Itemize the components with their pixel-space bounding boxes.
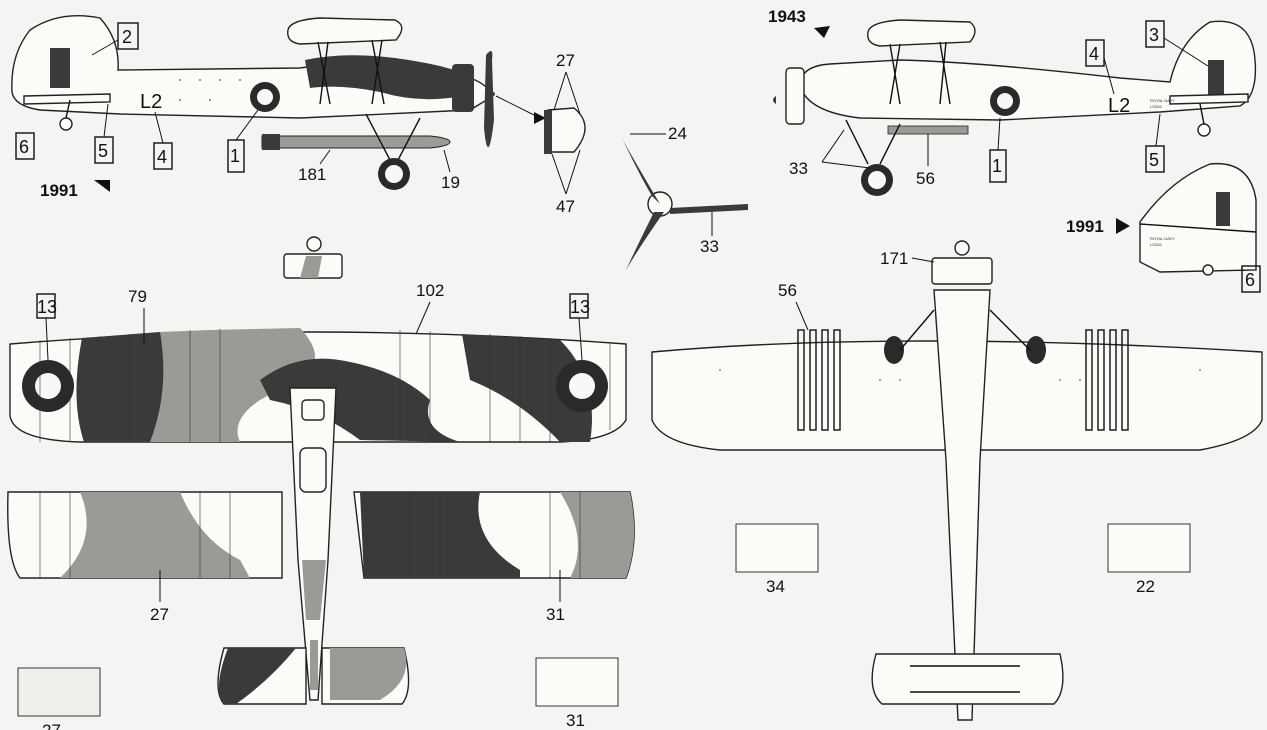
rivet-dots (719, 369, 1201, 381)
fuselage-side-1943 (799, 20, 1257, 121)
propeller-blade-side (484, 51, 494, 148)
code-letters: L2 (140, 91, 162, 113)
propeller-detail: 24 33 (622, 124, 748, 270)
arrow-icon (1116, 218, 1130, 234)
callout-24: 24 (668, 124, 687, 143)
svg-text:ROYAL NAVY: ROYAL NAVY (1150, 236, 1175, 241)
tail-detail-1991: ROYAL NAVY LS326 1991 6 (1066, 162, 1261, 293)
arrow-icon (94, 180, 110, 192)
callout-102: 102 (416, 281, 444, 300)
swatch-label-22: 22 (1136, 577, 1155, 596)
tailwheel (59, 117, 73, 131)
callout-3: 3 (1149, 25, 1159, 45)
engine-cowling-1943 (785, 67, 805, 125)
spinner-detail: 27 47 (495, 51, 586, 216)
callout-1-1943: 1 (992, 156, 1002, 176)
arrow-icon (814, 26, 830, 38)
swatch-label-31: 31 (566, 711, 585, 730)
engine-cowling (452, 64, 474, 112)
callout-33-prop: 33 (700, 237, 719, 256)
callout-5-1943: 5 (1149, 150, 1159, 170)
callout-6: 6 (19, 137, 29, 157)
swatch-label-34: 34 (766, 577, 785, 596)
callout-181: 181 (298, 165, 326, 184)
callout-5: 5 (98, 141, 108, 161)
color-swatch-34 (735, 523, 819, 573)
callout-47: 47 (556, 197, 575, 216)
svg-text:LS326: LS326 (1150, 104, 1162, 109)
camo-dark-band (305, 55, 462, 100)
side-view-1943: L2 ROYAL NAVY LS326 1943 3 4 5 1 33 56 (768, 7, 1257, 196)
callout-4: 4 (157, 147, 167, 167)
tailplane-side (23, 93, 111, 105)
callout-27: 27 (556, 51, 575, 70)
callout-31-top: 31 (546, 605, 565, 624)
callout-13-right: 13 (570, 297, 590, 317)
fuselage-bottom (933, 289, 991, 721)
callout-79: 79 (128, 287, 147, 306)
year-label-1991-tail: 1991 (1066, 217, 1104, 236)
callout-4-1943: 4 (1089, 44, 1099, 64)
fin-flash-dark (50, 48, 70, 88)
swatch-label-27: 27 (42, 721, 61, 730)
color-swatch-31 (535, 657, 619, 707)
rocket-rails (887, 125, 969, 135)
callout-27-top: 27 (150, 605, 169, 624)
callout-13-left: 13 (37, 297, 57, 317)
callout-19: 19 (441, 173, 460, 192)
callout-33: 33 (789, 159, 808, 178)
color-swatch-22 (1107, 523, 1191, 573)
tailplane-bottom (871, 653, 1064, 705)
upper-wing-side (287, 17, 403, 45)
side-view-1991: L2 2 6 5 4 1 181 19 1991 (11, 15, 495, 200)
color-swatch-27 (17, 667, 101, 717)
callout-56: 56 (778, 281, 797, 300)
upper-wing-side-1943 (867, 19, 976, 47)
code-letters-1943: L2 (1108, 95, 1130, 117)
callout-1: 1 (230, 146, 240, 166)
fin-flash-1943 (1208, 60, 1224, 96)
callout-56-side: 56 (916, 169, 935, 188)
callout-6-tail: 6 (1245, 270, 1255, 290)
callout-2: 2 (122, 27, 132, 47)
svg-text:ROYAL NAVY: ROYAL NAVY (1150, 98, 1175, 103)
bottom-view: 171 56 34 22 (651, 240, 1263, 721)
year-label-1943: 1943 (768, 7, 806, 26)
top-view: 13 13 79 102 27 31 27 31 (7, 236, 635, 730)
svg-text:LS326: LS326 (1150, 242, 1162, 247)
torpedo (261, 135, 451, 149)
callout-171: 171 (880, 249, 908, 268)
year-label-1991: 1991 (40, 181, 78, 200)
